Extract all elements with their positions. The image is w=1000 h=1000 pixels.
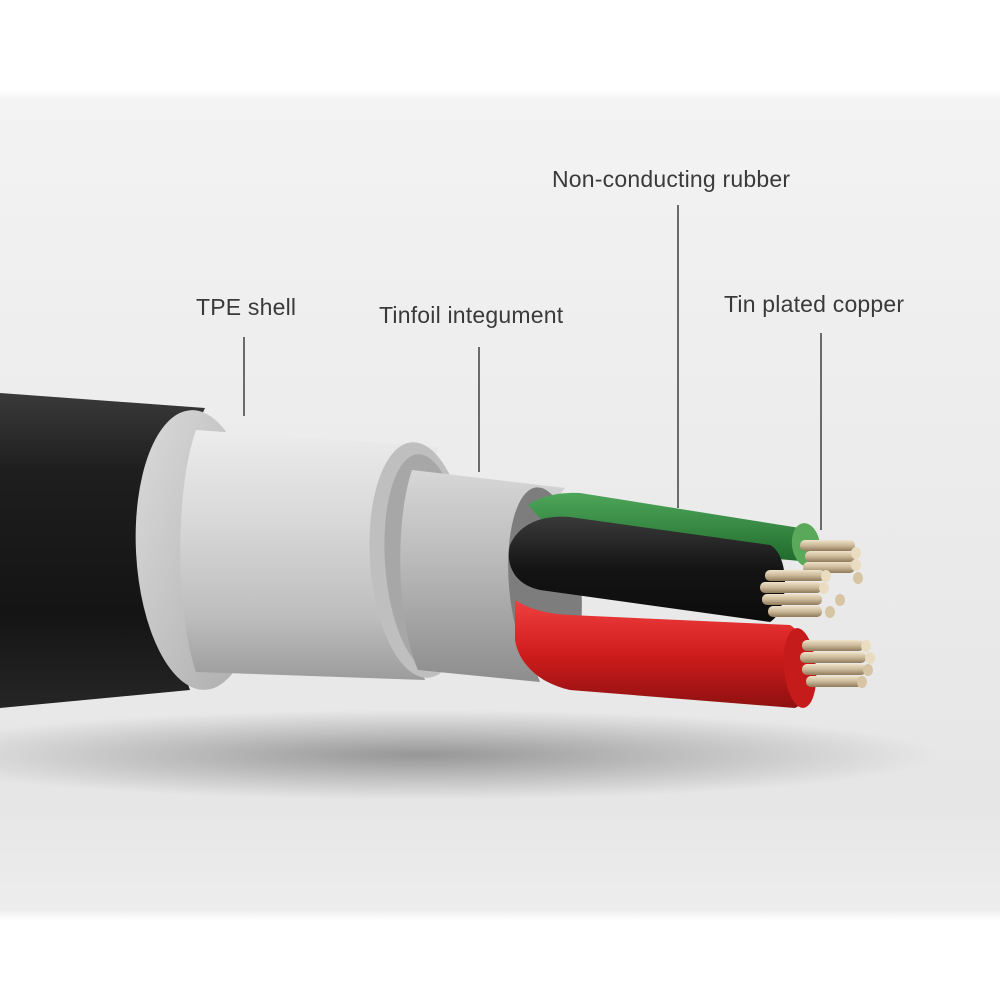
label-tpe-shell: TPE shell [196,294,296,321]
label-non-conducting-rubber: Non-conducting rubber [552,166,790,193]
label-tin-plated-copper: Tin plated copper [724,291,904,318]
label-tinfoil-integument: Tinfoil integument [379,302,563,329]
